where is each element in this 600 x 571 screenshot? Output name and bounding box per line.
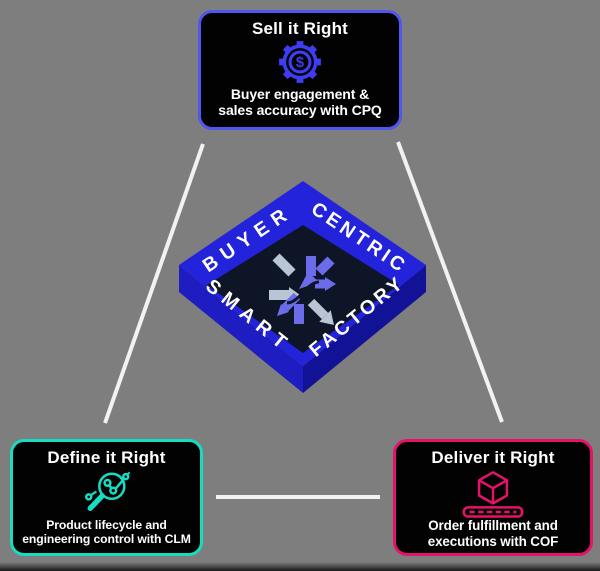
define-card-subtitle: Product lifecycle and engineering contro… [22, 518, 191, 547]
connector-lines [103, 141, 504, 499]
logo-curve-divider [286, 280, 320, 305]
connector-top-to-define [103, 143, 205, 424]
cube-conveyor-icon [461, 468, 525, 518]
sell-card-subtitle: Buyer engagement & sales accuracy with C… [218, 85, 382, 119]
magnifier-network-icon [82, 468, 132, 518]
gear-dollar-icon: $ [277, 39, 323, 86]
deliver-it-right-card: Deliver it Right Order fulfillment and e… [393, 439, 593, 556]
define-card-title: Define it Right [47, 448, 166, 467]
sell-card-title: Sell it Right [251, 19, 349, 38]
diamond-left-side-face [179, 265, 303, 393]
diamond-inner-face [207, 225, 399, 353]
deliver-card-title: Deliver it Right [431, 448, 555, 467]
define-it-right-card: Define it Right Product lifecycle and en… [10, 439, 203, 556]
connector-top-to-deliver [396, 141, 504, 423]
diamond-right-side-face [303, 265, 426, 393]
svg-text:$: $ [296, 56, 304, 72]
bottom-edge-shadow [0, 562, 600, 571]
smart-factory-diamond: BUYER CENTRIC SMART FACTORY [179, 181, 426, 393]
sell-it-right-card: Sell it Right $ Buyer engagement [198, 10, 402, 130]
deliver-card-subtitle: Order fulfillment and executions with CO… [427, 518, 559, 549]
arrow-asterisk-logo-icon [269, 253, 336, 325]
